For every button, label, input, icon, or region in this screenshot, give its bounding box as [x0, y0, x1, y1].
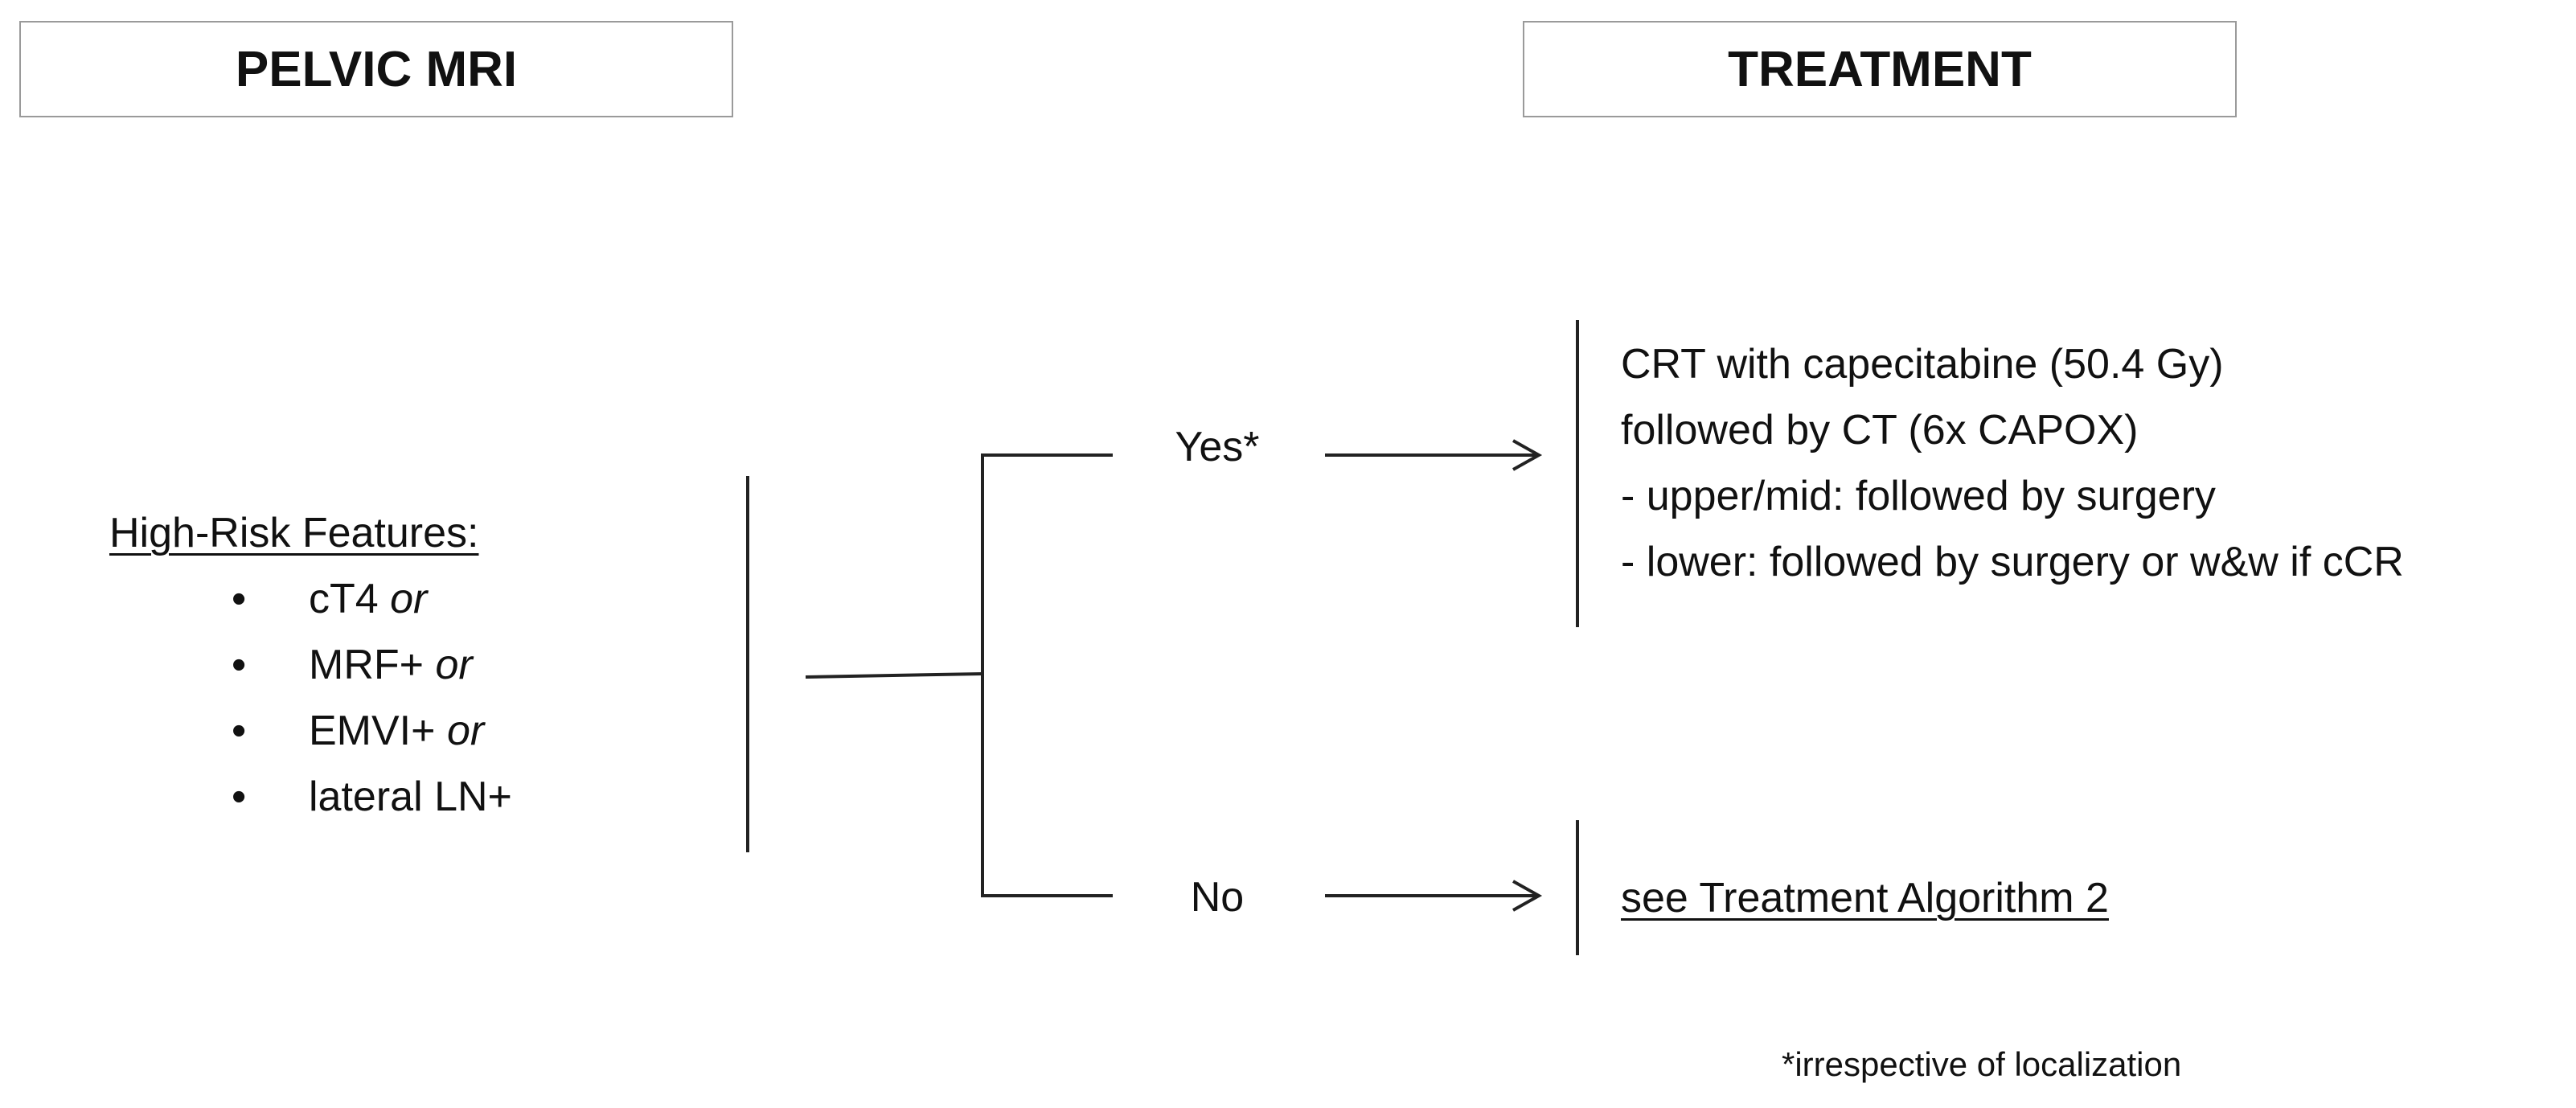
outcome-line: - lower: followed by surgery or w&w if c…	[1621, 539, 2404, 585]
pelvic-mri-header: PELVIC MRI	[19, 21, 733, 117]
bullet-icon: •	[232, 774, 247, 820]
no-arrow-icon	[1325, 880, 1543, 912]
high-risk-features-title: High-Risk Features:	[109, 510, 479, 556]
treatment-header: TREATMENT	[1523, 21, 2237, 117]
high-risk-features-list: • cT4 or • MRF+ or • EMVI+ or • lateral …	[109, 566, 512, 830]
feature-connector: or	[390, 576, 428, 622]
feature-text: cT4	[309, 576, 391, 622]
feature-text: MRF+	[309, 642, 436, 688]
yes-arrow-icon	[1325, 439, 1543, 471]
outcome-line: CRT with capecitabine (50.4 Gy)	[1621, 341, 2224, 388]
high-risk-features: High-Risk Features: • cT4 or • MRF+ or •…	[109, 500, 512, 830]
feature-text: EMVI+	[309, 708, 447, 754]
feature-connector: or	[446, 708, 485, 754]
treatment-algorithm-2-reference: see Treatment Algorithm 2	[1621, 875, 2109, 921]
yes-branch-label: Yes*	[1175, 424, 1260, 470]
no-treatment-outcome: see Treatment Algorithm 2	[1621, 865, 2109, 931]
outcome-line: followed by CT (6x CAPOX)	[1621, 407, 2139, 453]
bullet-icon: •	[232, 642, 247, 688]
feature-item-lateral-ln: • lateral LN+	[109, 764, 512, 830]
outcome-line: - upper/mid: followed by surgery	[1621, 473, 2216, 519]
feature-item-emvi: • EMVI+ or	[109, 698, 512, 764]
feature-item-ct4: • cT4 or	[109, 566, 512, 632]
yes-treatment-outcome: CRT with capecitabine (50.4 Gy) followed…	[1621, 331, 2404, 595]
no-branch-label: No	[1190, 874, 1245, 921]
feature-text: lateral LN+	[309, 774, 512, 820]
bullet-icon: •	[232, 576, 247, 622]
bullet-icon: •	[232, 708, 247, 754]
feature-connector: or	[435, 642, 473, 688]
footnote: *irrespective of localization	[1782, 1045, 2182, 1083]
feature-item-mrf: • MRF+ or	[109, 632, 512, 698]
stem-line	[805, 672, 983, 679]
